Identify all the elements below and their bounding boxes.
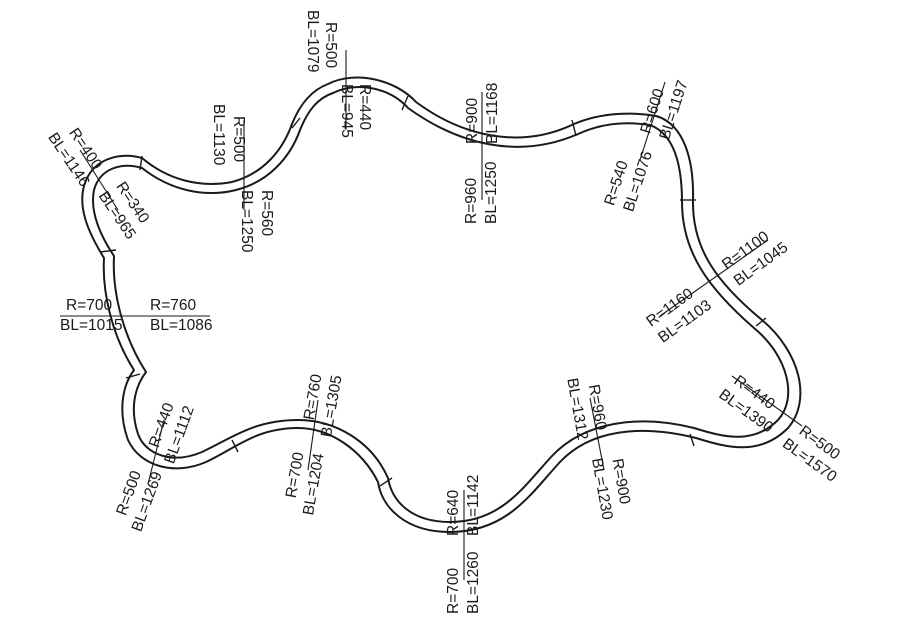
segment-tick <box>125 373 141 379</box>
radius-value: R=960 <box>463 178 480 224</box>
leader-line <box>589 397 605 471</box>
leader-lines <box>60 50 803 580</box>
arc-length-value: BL=1079 <box>304 10 321 73</box>
radius-value: R=560 <box>258 190 275 236</box>
radius-label-upperleft-inner: R=560 BL=1250 <box>238 190 275 253</box>
arc-length-value: BL=945 <box>338 84 355 138</box>
radius-label-bottom-inner-1: R=960 BL=1312 <box>563 377 609 442</box>
radius-value: R=440 <box>356 84 373 130</box>
arc-length-value: BL=1260 <box>465 551 482 614</box>
leader-line <box>147 419 165 485</box>
radius-value: R=640 <box>445 490 462 536</box>
segment-tick <box>291 117 301 129</box>
radius-label-top-outer-2: R=900 BL=1168 <box>464 83 501 144</box>
radius-value: R=700 <box>445 568 462 614</box>
radius-label-left-inner: R=760 BL=1086 <box>150 297 213 334</box>
radius-label-right-outer: R=1100 BL=1045 <box>719 228 791 290</box>
arc-length-value: BL=1250 <box>238 190 255 253</box>
leader-line <box>731 375 803 427</box>
segment-tick <box>689 433 695 447</box>
radius-label-bottom-inner-2: R=640 BL=1142 <box>445 475 482 536</box>
segment-ticks <box>99 95 767 487</box>
radius-value: R=700 <box>66 297 112 314</box>
segment-tick <box>231 439 239 453</box>
leader-line <box>79 149 119 211</box>
segment-tick <box>379 477 393 487</box>
leader-line <box>659 239 769 317</box>
radius-label-topright-inner: R=540 BL=1076 <box>601 149 656 214</box>
dimension-labels: R=500 BL=1079 R=440 BL=945 R=900 BL=1168… <box>44 10 843 614</box>
radius-label-bottomleft-outer-1: R=700 BL=1204 <box>283 451 328 517</box>
arc-length-value: BL=1015 <box>60 317 123 334</box>
radius-label-top-inner-1: R=440 BL=945 <box>338 84 373 138</box>
segment-tick <box>571 119 577 137</box>
arc-length-value: BL=1168 <box>484 83 501 144</box>
radius-label-upperleft-outer: R=500 BL=1130 <box>210 104 247 166</box>
radius-label-left-outer: R=700 BL=1015 <box>60 297 123 334</box>
radius-label-bottom-outer-2: R=700 BL=1260 <box>445 551 482 614</box>
radius-label-right-inner: R=1160 BL=1103 <box>643 285 714 347</box>
arc-length-value: BL=1142 <box>465 475 482 536</box>
radius-value: R=900 <box>464 98 481 144</box>
inner-edge <box>92 86 790 523</box>
arc-length-value: BL=1250 <box>483 161 500 224</box>
radius-label-bottomleft-outer-2: R=500 BL=1269 <box>113 468 166 534</box>
radius-label-lowright-outer: R=500 BL=1570 <box>779 423 843 486</box>
leader-line <box>639 81 666 161</box>
leader-line <box>307 399 319 471</box>
radius-label-bottom-outer-1: R=900 BL=1230 <box>588 457 633 522</box>
segment-tick <box>755 317 767 327</box>
arc-length-value: BL=1086 <box>150 317 213 334</box>
segment-tick <box>401 95 409 111</box>
radius-value: R=500 <box>230 116 247 162</box>
arc-length-value: BL=1130 <box>210 104 227 166</box>
radius-value: R=760 <box>150 297 196 314</box>
radius-label-lowright-inner: R=440 BL=1390 <box>716 372 779 437</box>
outer-edge <box>81 76 802 533</box>
radius-value: R=500 <box>322 22 339 68</box>
segment-tick <box>139 155 143 171</box>
segment-tick <box>99 249 117 253</box>
radius-label-top-outer-1: R=500 BL=1079 <box>304 10 339 73</box>
radius-label-top-inner-2: R=960 BL=1250 <box>463 161 500 224</box>
